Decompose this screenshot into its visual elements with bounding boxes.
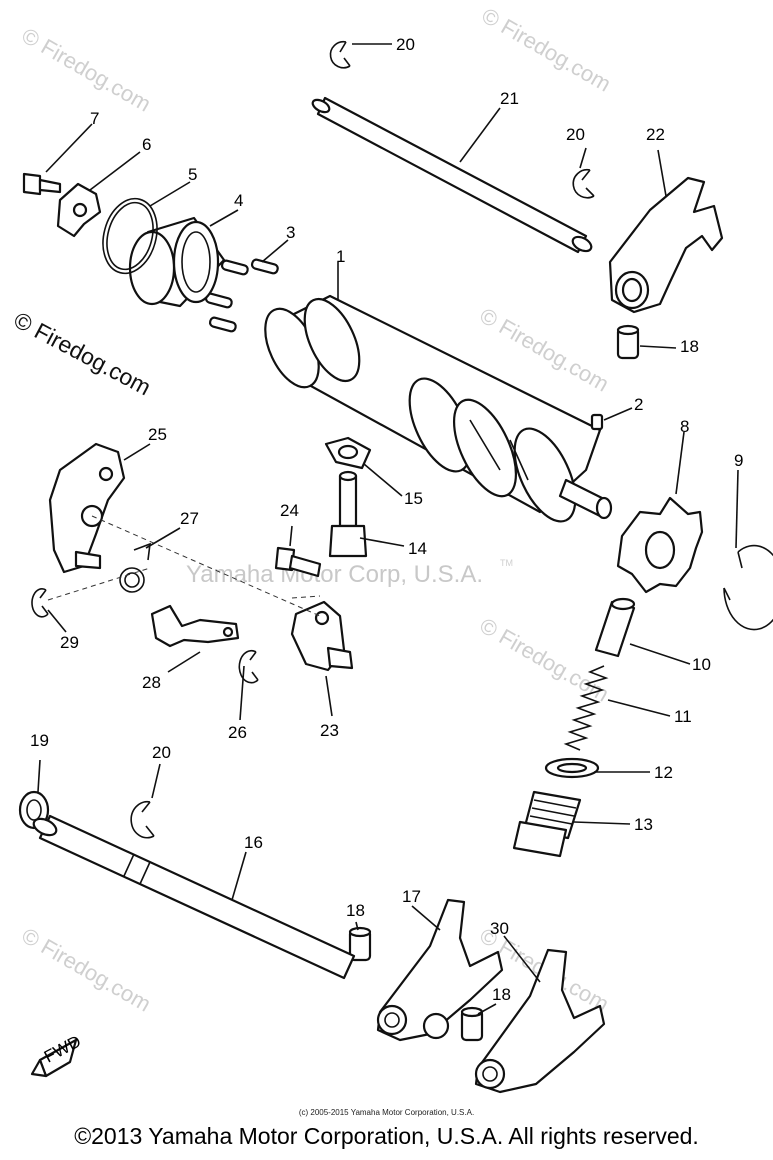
part-6-stopper-plate: [56, 182, 102, 238]
part-number-labels: 20 21 20 22 7 6 5 4 3 1 18 2 8 9 25 27 2…: [30, 35, 743, 1004]
alignment-line: [291, 595, 321, 599]
callout-7: 7: [90, 109, 99, 128]
part-25-shift-lever: [48, 442, 126, 574]
part-22-shift-fork: [608, 176, 724, 314]
part-18-guide-roller: [616, 324, 640, 360]
callout-10: 10: [692, 655, 711, 674]
callout-20: 20: [396, 35, 415, 54]
part-26-circlip: [238, 649, 259, 684]
callout-6: 6: [142, 135, 151, 154]
part-28-lever-plate: [150, 604, 240, 648]
part-18-guide-roller: [460, 1006, 484, 1042]
callout-24: 24: [280, 501, 299, 520]
part-4-bearing: [128, 216, 226, 308]
fwd-arrow-icon: FWD: [30, 1032, 84, 1078]
part-11-spring: [563, 665, 609, 751]
callout-20: 20: [152, 743, 171, 762]
part-24-bolt: [274, 546, 322, 578]
watermark-firedog: © Firedog.com: [478, 3, 616, 97]
callout-25: 25: [148, 425, 167, 444]
callout-23: 23: [320, 721, 339, 740]
watermark-firedog: © Firedog.com: [18, 923, 156, 1017]
callout-16: 16: [244, 833, 263, 852]
callout-26: 26: [228, 723, 247, 742]
callout-19: 19: [30, 731, 49, 750]
callout-20: 20: [566, 125, 585, 144]
part-20-circlip: [130, 800, 155, 839]
part-30-shift-fork: [422, 948, 606, 1094]
part-23-shift-arm: [290, 600, 354, 672]
callout-18: 18: [346, 901, 365, 920]
callout-18: 18: [492, 985, 511, 1004]
part-9-circlip: [723, 544, 773, 631]
alignment-line: [91, 515, 321, 617]
leader-lines: [37, 43, 739, 1015]
callout-1: 1: [336, 247, 345, 266]
watermark-firedog-dark: © Firedog.com: [10, 306, 156, 400]
callout-22: 22: [646, 125, 665, 144]
callout-8: 8: [680, 417, 689, 436]
part-5-circlip-ring: [102, 197, 158, 275]
part-18-guide-roller: [348, 926, 372, 962]
callout-28: 28: [142, 673, 161, 692]
small-copyright: (c) 2005-2015 Yamaha Motor Corporation, …: [298, 1108, 475, 1117]
part-13-plug: [512, 790, 582, 858]
callout-27: 27: [180, 509, 199, 528]
callout-17: 17: [402, 887, 421, 906]
callout-13: 13: [634, 815, 653, 834]
watermark-firedog: © Firedog.com: [18, 23, 156, 117]
callout-29: 29: [60, 633, 79, 652]
callout-5: 5: [188, 165, 197, 184]
callout-3: 3: [286, 223, 295, 242]
watermark-tm: TM: [500, 558, 513, 568]
callout-12: 12: [654, 763, 673, 782]
callout-2: 2: [634, 395, 643, 414]
callout-18: 18: [680, 337, 699, 356]
callout-15: 15: [404, 489, 423, 508]
callout-21: 21: [500, 89, 519, 108]
part-17-shift-fork: [376, 898, 504, 1042]
callout-4: 4: [234, 191, 243, 210]
part-29-circlip: [31, 588, 49, 618]
copyright-footer: ©2013 Yamaha Motor Corporation, U.S.A. A…: [74, 1123, 699, 1149]
part-21-shift-fork-shaft: [311, 96, 593, 254]
part-20-circlip: [572, 168, 595, 199]
part-14-bolt: [328, 470, 368, 558]
part-8-segment: [616, 496, 704, 594]
part-16-shift-fork-shaft: [32, 814, 356, 980]
part-7-screw: [22, 172, 62, 196]
callout-9: 9: [734, 451, 743, 470]
part-12-washer: [544, 757, 600, 779]
part-20-circlip: [329, 40, 351, 69]
callout-11: 11: [674, 707, 692, 726]
part-2-dowel-pin: [590, 413, 604, 431]
callout-14: 14: [408, 539, 427, 558]
callout-30: 30: [490, 919, 509, 938]
part-1-shift-cam: [264, 294, 613, 523]
part-10-plunger: [594, 597, 636, 658]
part-15-washer-plate: [324, 436, 372, 470]
watermark-yamaha: Yamaha Motor Corp, U.S.A.: [186, 561, 483, 588]
part-27-spring: [119, 542, 151, 593]
